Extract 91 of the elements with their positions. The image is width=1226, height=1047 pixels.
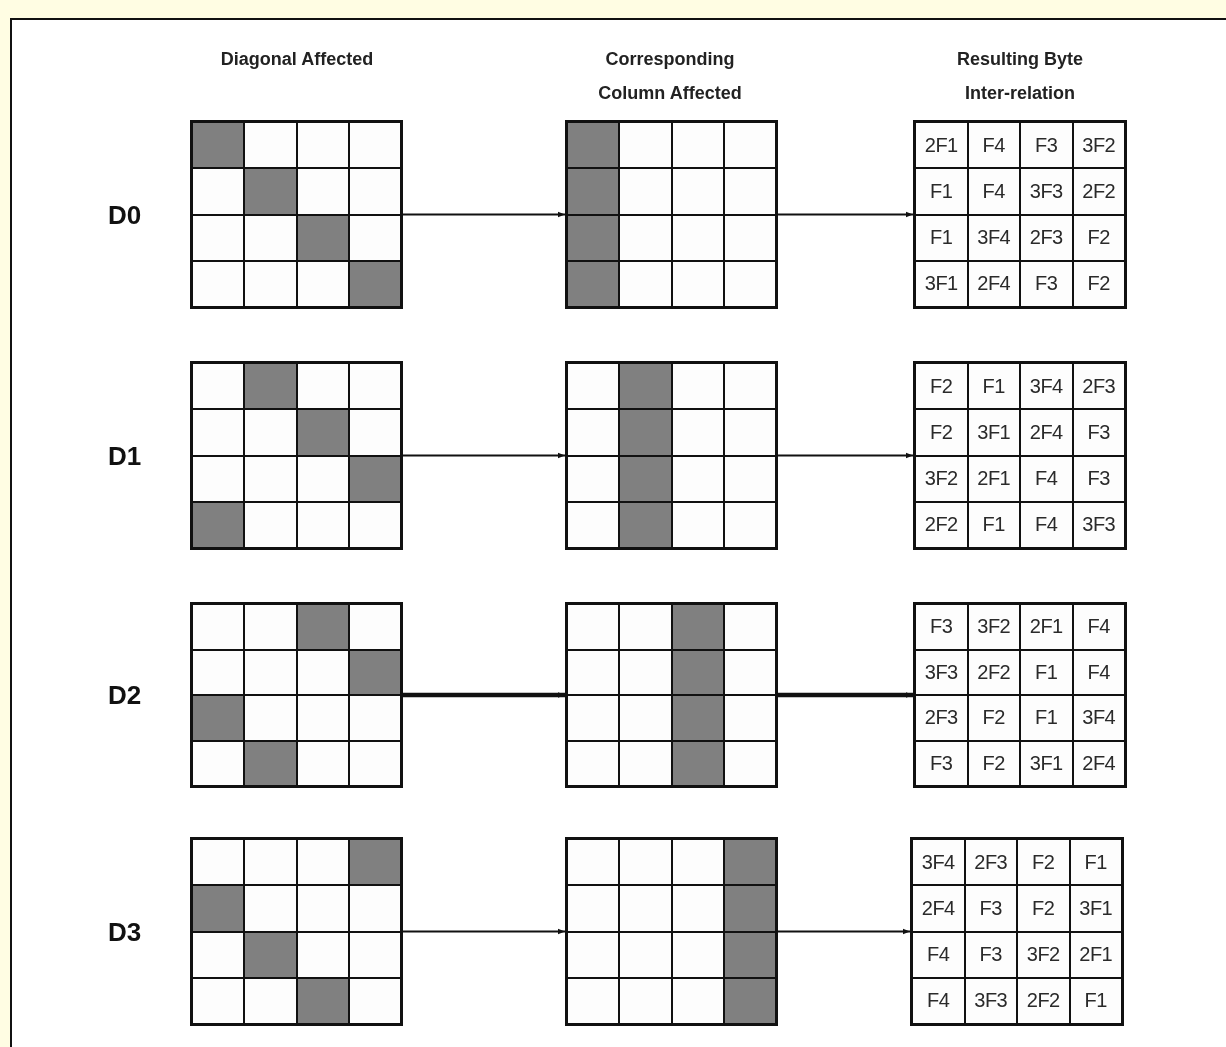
table-cell-text: 2F3 (924, 706, 958, 730)
table-cell-text: 2F2 (1026, 989, 1060, 1013)
table-cell-text: 2F1 (1029, 615, 1063, 639)
table-cell-text: 3F1 (977, 420, 1011, 444)
table-cell-text: F4 (927, 943, 950, 967)
row-label: D3 (108, 916, 142, 947)
table-cell-text: F1 (1084, 989, 1107, 1013)
table-cell-text: F4 (982, 133, 1005, 157)
table-cell-text: 3F1 (924, 272, 958, 296)
state-grid (565, 837, 778, 1026)
table-cell-text: F1 (982, 374, 1005, 398)
table-cell-text: F1 (1084, 850, 1107, 874)
table-cell-text: 2F3 (1029, 226, 1063, 250)
table-cell-text: F4 (1087, 660, 1110, 684)
byte-table (913, 120, 1127, 309)
arrow (402, 452, 566, 459)
table-cell-text: 3F2 (1082, 133, 1116, 157)
column-heading: Resulting Byte Inter-relation (956, 48, 1084, 105)
table-cell-text: F2 (982, 751, 1005, 775)
state-grid (565, 602, 778, 788)
table-cell-text: F3 (1087, 467, 1110, 491)
table-cell-text: 3F4 (977, 226, 1011, 250)
table-cell-text: F3 (1035, 272, 1058, 296)
table-cell-text: F4 (1035, 513, 1058, 537)
arrow (777, 211, 914, 218)
state-grid (190, 120, 403, 309)
table-cell-text: F1 (930, 226, 953, 250)
table-cell-text: F2 (930, 420, 953, 444)
table-cell-text: 3F2 (924, 467, 958, 491)
table-cell-text: 2F2 (924, 513, 958, 537)
table-cell-text: 3F1 (1029, 751, 1063, 775)
table-cell-text: 2F4 (977, 272, 1011, 296)
table-cell-text: F3 (979, 896, 1002, 920)
table-cell-text: F1 (930, 179, 953, 203)
table-cell-text: F3 (1087, 420, 1110, 444)
table-cell-text: F1 (982, 513, 1005, 537)
table-cell-text: 2F4 (1029, 420, 1063, 444)
table-cell-text: 3F3 (1029, 179, 1063, 203)
row-label: D1 (108, 440, 142, 471)
row-label: D0 (108, 199, 142, 230)
table-cell-text: F2 (1087, 272, 1110, 296)
table-cell-text: F3 (930, 751, 953, 775)
arrow (778, 692, 913, 698)
table-cell-text: 2F3 (1082, 374, 1116, 398)
row-label: D2 (108, 679, 142, 711)
table-cell-text: 3F4 (1082, 706, 1116, 730)
table-cell-text: 3F2 (977, 615, 1011, 639)
arrow (777, 928, 911, 935)
state-grid (190, 837, 403, 1026)
table-cell-text: 2F1 (1079, 943, 1113, 967)
table-cell-text: 2F2 (977, 660, 1011, 684)
arrow (403, 692, 565, 698)
table-cell-text: 3F3 (924, 660, 958, 684)
table-cell-text: F3 (979, 943, 1002, 967)
table-cell-text: 3F2 (1026, 943, 1060, 967)
byte-table (910, 837, 1124, 1026)
table-cell-text: F2 (1087, 226, 1110, 250)
table-cell-text: 3F3 (974, 989, 1008, 1013)
table-cell-text: 2F2 (1082, 179, 1116, 203)
table-cell-text: 2F1 (977, 467, 1011, 491)
byte-table (913, 602, 1127, 788)
table-cell-text: F2 (930, 374, 953, 398)
table-cell-text: 2F4 (921, 896, 955, 920)
table-cell-text: F4 (982, 179, 1005, 203)
table-cell-text: 2F4 (1082, 751, 1116, 775)
column-heading: Corresponding Column Affected (597, 48, 743, 105)
table-cell-text: F3 (930, 615, 953, 639)
table-cell-text: F1 (1035, 660, 1058, 684)
table-cell-text: F2 (982, 706, 1005, 730)
table-cell-text: F4 (927, 989, 950, 1013)
byte-table (913, 361, 1127, 550)
table-cell-text: F2 (1032, 850, 1055, 874)
table-cell-text: F3 (1035, 133, 1058, 157)
state-grid (190, 602, 403, 788)
table-cell-text: 3F4 (921, 850, 955, 874)
state-grid (565, 361, 778, 550)
table-cell-text: F4 (1035, 467, 1058, 491)
table-cell-text: 2F3 (974, 850, 1008, 874)
table-cell-text: F4 (1087, 615, 1110, 639)
table-cell-text: 3F3 (1082, 513, 1116, 537)
table-cell-text: 2F1 (924, 133, 958, 157)
state-grid (565, 120, 778, 309)
arrow (777, 452, 914, 459)
column-heading: Diagonal Affected (219, 48, 375, 71)
table-cell-text: 3F1 (1079, 896, 1113, 920)
arrow (402, 928, 566, 935)
table-cell-text: 3F4 (1029, 374, 1063, 398)
table-cell-text: F2 (1032, 896, 1055, 920)
table-cell-text: F1 (1035, 706, 1058, 730)
arrow (402, 211, 566, 218)
state-grid (190, 361, 403, 550)
